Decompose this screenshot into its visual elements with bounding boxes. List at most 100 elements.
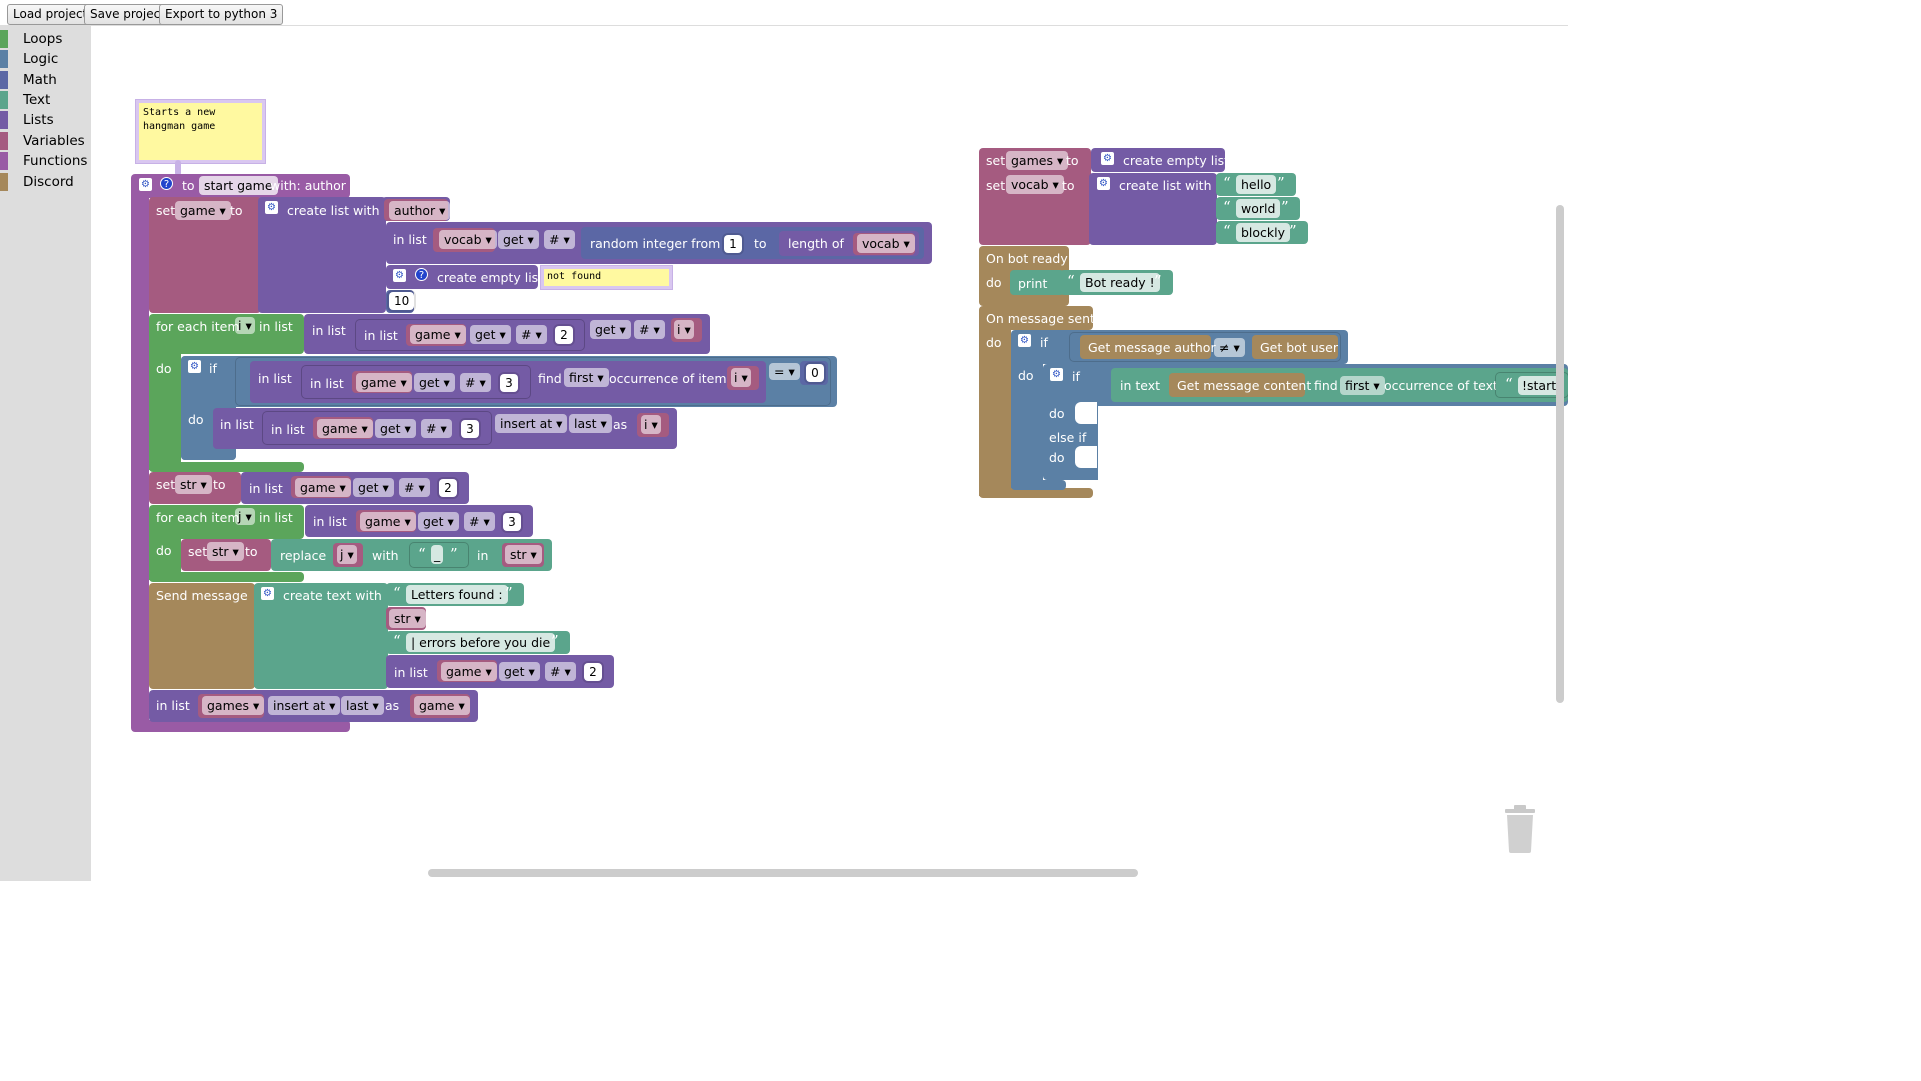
where-dropdown[interactable]: # ▾ [464,512,495,531]
list-mode-dropdown[interactable]: get ▾ [470,325,511,344]
trash-can-icon[interactable] [1502,803,1538,855]
variable-dropdown[interactable]: vocab ▾ [1006,175,1064,194]
save-project-button[interactable]: Save project [84,4,171,25]
variable-dropdown[interactable]: str ▾ [207,542,244,561]
text-field[interactable]: blockly [1236,223,1291,242]
number-field[interactable]: 3 [461,420,479,438]
where-dropdown[interactable]: # ▾ [516,325,547,344]
vertical-scrollbar[interactable] [1556,205,1564,703]
variable-dropdown[interactable]: str ▾ [175,475,212,494]
list-mode-dropdown[interactable]: get ▾ [499,662,540,681]
comment-icon[interactable]: ? [415,268,428,281]
list-mode-dropdown[interactable]: get ▾ [590,320,631,339]
where-dropdown[interactable]: # ▾ [544,230,575,249]
list-mode-dropdown[interactable]: get ▾ [414,373,455,392]
variable-dropdown[interactable]: games ▾ [202,696,265,715]
variable-dropdown[interactable]: game ▾ [410,325,466,344]
text-field[interactable]: world [1236,199,1281,218]
get-bot-user-block[interactable] [1252,335,1338,359]
category-loops[interactable]: Loops [0,29,91,49]
mutator-gear-icon[interactable]: ⚙ [261,587,274,600]
create-list-block[interactable] [1089,173,1217,245]
help-icon[interactable]: ? [160,177,173,190]
number-field[interactable]: 1 [724,235,742,253]
mutator-gear-icon[interactable]: ⚙ [188,360,201,373]
variable-dropdown[interactable]: str ▾ [505,545,542,564]
mutator-gear-icon[interactable]: ⚙ [139,178,152,191]
number-field[interactable]: 3 [500,374,518,392]
variable-dropdown[interactable]: j ▾ [235,508,255,525]
load-project-button[interactable]: Load project [7,4,94,25]
variable-dropdown[interactable]: game ▾ [441,662,497,681]
number-field[interactable]: 2 [555,326,573,344]
text-field[interactable]: | errors before you die [406,633,556,652]
text-field[interactable]: !start [1518,376,1561,395]
text-field[interactable]: hello [1236,175,1277,194]
variable-dropdown[interactable]: i ▾ [674,320,694,339]
category-math[interactable]: Math [0,70,91,90]
operator-dropdown[interactable]: ≠ ▾ [1214,338,1245,357]
find-mode-dropdown[interactable]: first ▾ [564,368,609,387]
create-empty-list-block[interactable] [386,265,538,289]
variable-dropdown[interactable]: game ▾ [317,419,373,438]
function-name-field[interactable]: start game [199,176,278,195]
text-field[interactable]: Bot ready ! [1080,273,1160,292]
category-text[interactable]: Text [0,90,91,110]
variable-dropdown[interactable]: vocab ▾ [857,234,915,253]
variable-dropdown[interactable]: j ▾ [337,545,357,564]
variable-dropdown[interactable]: game ▾ [414,696,470,715]
number-field[interactable]: 10 [389,292,415,310]
where-dropdown[interactable]: # ▾ [399,478,430,497]
variable-dropdown[interactable]: game ▾ [360,512,416,531]
where-dropdown[interactable]: last ▾ [341,696,384,715]
variable-dropdown[interactable]: str ▾ [389,609,426,628]
list-mode-dropdown[interactable]: get ▾ [353,478,394,497]
number-field[interactable]: 3 [503,513,521,531]
number-field[interactable]: 0 [806,364,824,382]
blockly-workspace[interactable]: Starts a new hangman game ⚙ ? to start g… [91,26,1568,881]
mutator-gear-icon[interactable]: ⚙ [1018,334,1031,347]
number-field[interactable]: 2 [439,479,457,497]
category-functions[interactable]: Functions [0,151,91,171]
variable-dropdown[interactable]: game ▾ [175,201,231,220]
variable-dropdown[interactable]: i ▾ [641,415,661,434]
text-field[interactable]: Letters found : [406,585,508,604]
number-field[interactable]: 2 [584,663,602,681]
get-message-author-block[interactable] [1080,335,1211,359]
export-python-button[interactable]: Export to python 3 [159,4,284,25]
list-mode-dropdown[interactable]: get ▾ [375,419,416,438]
send-message-block[interactable] [149,583,255,689]
get-message-content-block[interactable] [1169,373,1305,397]
variable-dropdown[interactable]: i ▾ [235,317,255,334]
list-mode-dropdown[interactable]: get ▾ [418,512,459,531]
mutator-gear-icon[interactable]: ⚙ [1097,177,1110,190]
operator-dropdown[interactable]: = ▾ [769,363,800,380]
mutator-gear-icon[interactable]: ⚙ [1101,152,1114,165]
variable-dropdown[interactable]: game ▾ [295,478,351,497]
create-list-block[interactable] [258,197,386,313]
where-dropdown[interactable]: # ▾ [634,320,665,339]
block-comment[interactable]: Starts a new hangman game [136,100,265,163]
mutator-gear-icon[interactable]: ⚙ [265,201,278,214]
find-mode-dropdown[interactable]: first ▾ [1340,376,1385,395]
variable-dropdown[interactable]: author ▾ [389,201,451,220]
list-mode-dropdown[interactable]: get ▾ [498,230,539,249]
horizontal-scrollbar[interactable] [428,869,1138,877]
block-comment[interactable]: not found [541,266,672,289]
mutator-gear-icon[interactable]: ⚙ [1050,368,1063,381]
variable-dropdown[interactable]: games ▾ [1006,151,1069,170]
category-lists[interactable]: Lists [0,110,91,130]
where-dropdown[interactable]: # ▾ [460,373,491,392]
variable-dropdown[interactable]: i ▾ [731,368,751,387]
variable-dropdown[interactable]: game ▾ [356,373,412,392]
text-field[interactable]: _ [431,545,444,564]
print-block[interactable] [1010,270,1064,295]
category-logic[interactable]: Logic [0,49,91,69]
where-dropdown[interactable]: # ▾ [545,662,576,681]
category-variables[interactable]: Variables [0,131,91,151]
create-text-block[interactable] [254,583,388,689]
variable-dropdown[interactable]: vocab ▾ [439,230,497,249]
insert-mode-dropdown[interactable]: insert at ▾ [268,696,341,715]
where-dropdown[interactable]: last ▾ [569,414,612,433]
category-discord[interactable]: Discord [0,172,91,192]
